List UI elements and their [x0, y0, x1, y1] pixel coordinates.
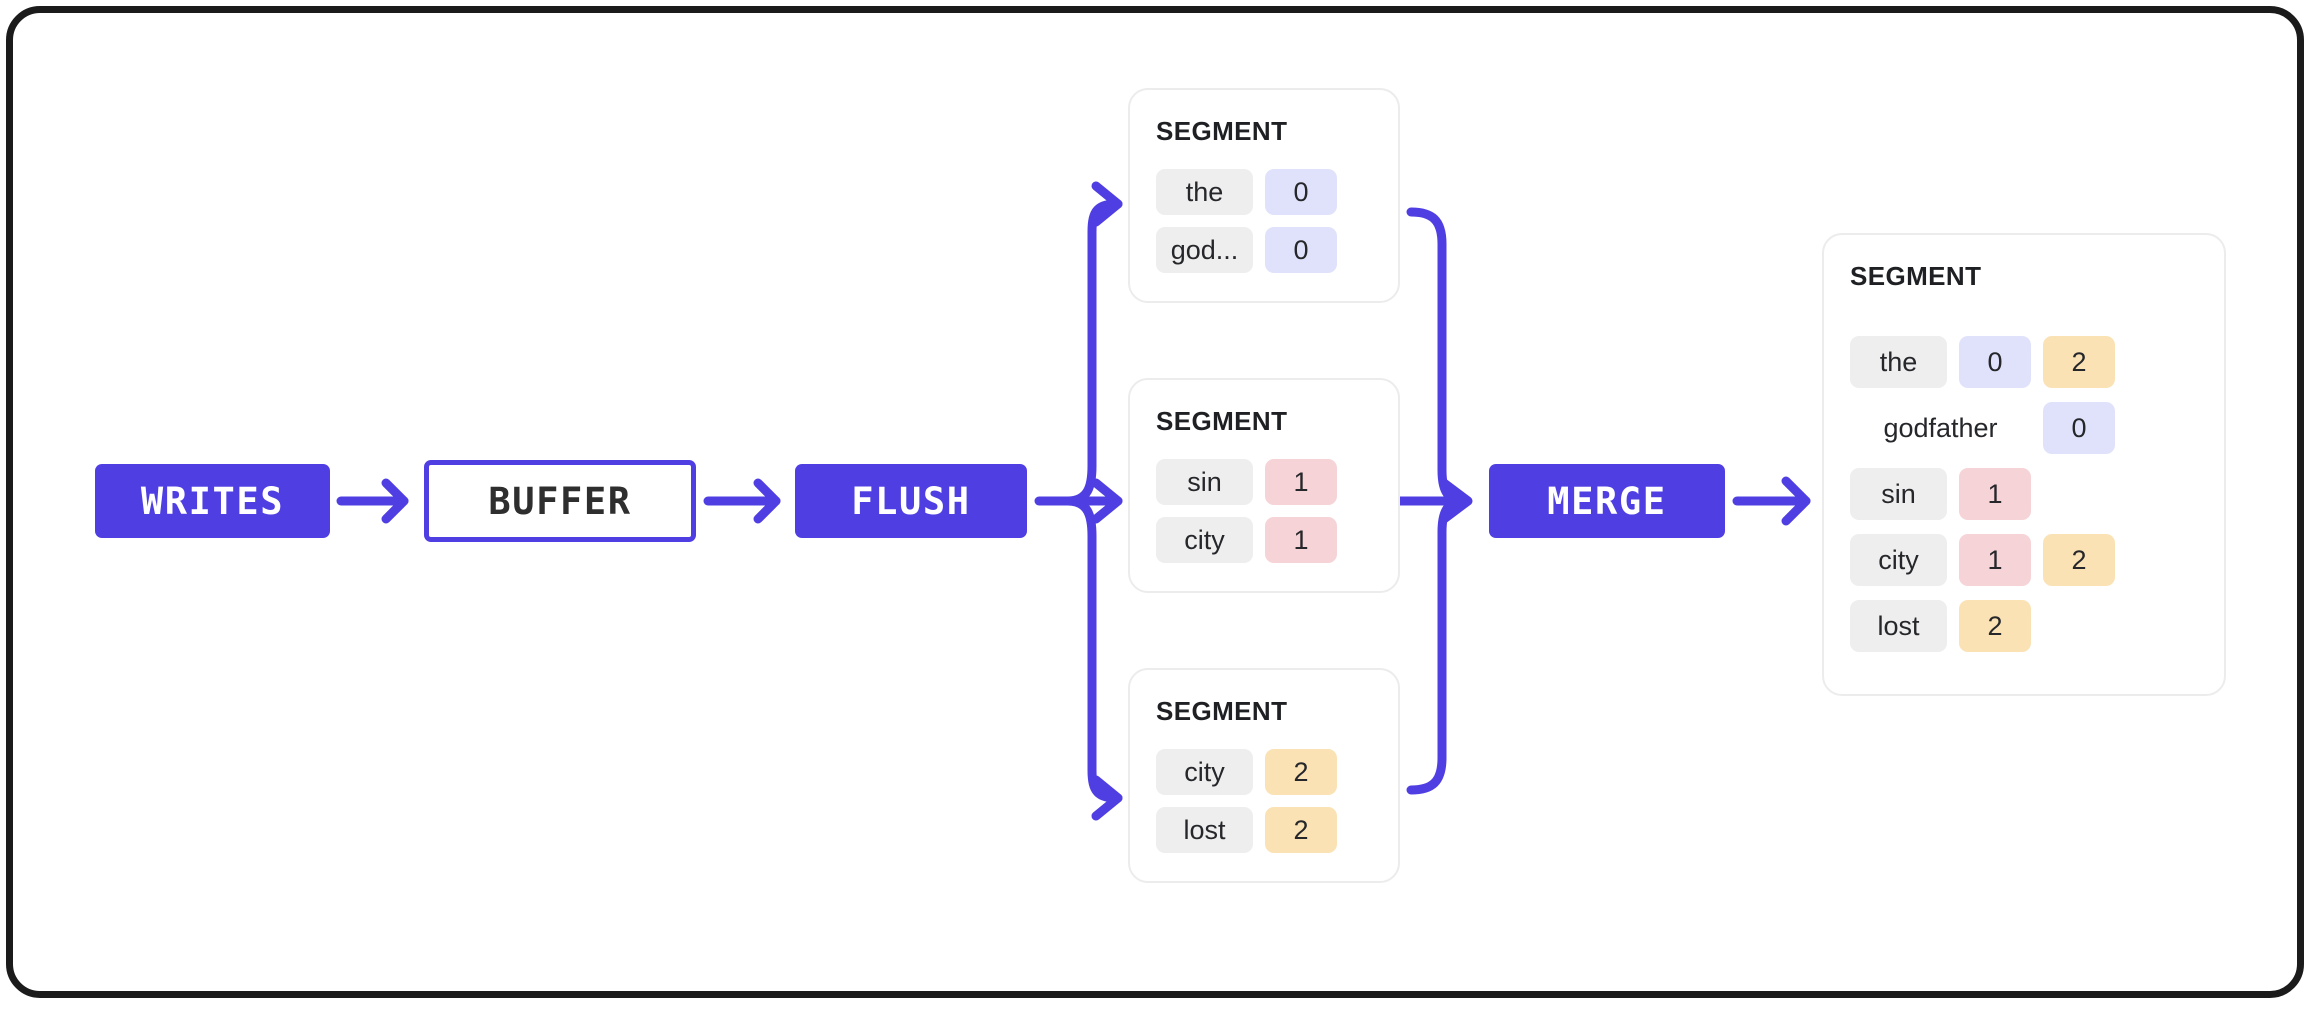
merged-value-cell: 2 [1959, 600, 2031, 652]
segment-rows: city 2 lost 2 [1156, 749, 1372, 853]
segment-value-cell: 0 [1265, 169, 1337, 215]
segment-row: sin 1 [1156, 459, 1372, 505]
arrowhead-buffer-to-flush [753, 478, 781, 524]
merged-row: sin 1 [1850, 468, 2198, 520]
segment-key-cell: god... [1156, 227, 1253, 273]
stage-flush[interactable]: FLUSH [795, 464, 1027, 538]
segment-title: SEGMENT [1156, 116, 1288, 146]
segment-title: SEGMENT [1156, 406, 1288, 436]
merged-segment-card: SEGMENT the 0 2 godfather 0 sin 1 city [1822, 233, 2226, 696]
merged-row: godfather 0 [1850, 402, 2198, 454]
segment-rows: sin 1 city 1 [1156, 459, 1372, 563]
segment-rows: the 0 god... 0 [1156, 169, 1372, 273]
segment-value-cell: 2 [1265, 807, 1337, 853]
merged-value-cell: 1 [1959, 468, 2031, 520]
fanout-branch-bottom [1063, 496, 1123, 803]
segment-value-cell: 0 [1265, 227, 1337, 273]
merged-value-cell: 2 [2043, 336, 2115, 388]
fanin-branch-bottom [1406, 496, 1471, 795]
segment-key-cell: lost [1156, 807, 1253, 853]
merged-row: city 1 2 [1850, 534, 2198, 586]
merged-key-cell: lost [1850, 600, 1947, 652]
arrowhead-merge-to-segment [1781, 476, 1811, 526]
merged-segment-rows: the 0 2 godfather 0 sin 1 city 1 2 [1850, 336, 2198, 666]
merged-value-cell: 0 [1959, 336, 2031, 388]
segment-row: lost 2 [1156, 807, 1372, 853]
merged-value-cell: 1 [1959, 534, 2031, 586]
segment-row: city 1 [1156, 517, 1372, 563]
arrowhead-fanout-middle [1091, 478, 1123, 524]
merged-key-cell: sin [1850, 468, 1947, 520]
segment-row: god... 0 [1156, 227, 1372, 273]
merged-key-cell: the [1850, 336, 1947, 388]
merged-value-cell: 0 [2043, 402, 2115, 454]
segment-card: SEGMENT the 0 god... 0 [1128, 88, 1400, 303]
segment-value-cell: 1 [1265, 517, 1337, 563]
fanin-branch-top [1406, 207, 1471, 506]
arrowhead-fanin [1439, 478, 1473, 524]
segment-key-cell: city [1156, 749, 1253, 795]
merged-key-cell: city [1850, 534, 1947, 586]
fanout-branch-top [1063, 199, 1123, 506]
merged-row: the 0 2 [1850, 336, 2198, 388]
arrowhead-writes-to-buffer [381, 478, 409, 524]
merged-segment-title: SEGMENT [1850, 261, 1982, 291]
arrowhead-fanout-bottom [1091, 775, 1123, 821]
stage-buffer[interactable]: BUFFER [424, 460, 696, 542]
segment-card: SEGMENT sin 1 city 1 [1128, 378, 1400, 593]
stage-writes[interactable]: WRITES [95, 464, 330, 538]
merged-key-cell: godfather [1883, 412, 1998, 443]
arrowhead-fanout-top [1091, 181, 1123, 227]
merged-row: lost 2 [1850, 600, 2198, 652]
stage-merge[interactable]: MERGE [1489, 464, 1725, 538]
merged-value-cell: 2 [2043, 534, 2115, 586]
segment-row: city 2 [1156, 749, 1372, 795]
segment-row: the 0 [1156, 169, 1372, 215]
segment-key-cell: the [1156, 169, 1253, 215]
segment-key-cell: city [1156, 517, 1253, 563]
segment-key-cell: sin [1156, 459, 1253, 505]
segment-card: SEGMENT city 2 lost 2 [1128, 668, 1400, 883]
segment-title: SEGMENT [1156, 696, 1288, 726]
segment-value-cell: 1 [1265, 459, 1337, 505]
segment-value-cell: 2 [1265, 749, 1337, 795]
